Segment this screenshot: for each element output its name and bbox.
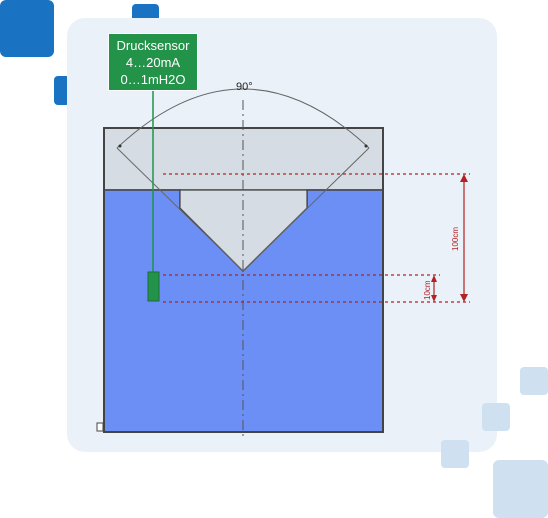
sensor-label-line1: Drucksensor [116,38,190,53]
deco-square-light-1 [520,367,548,395]
dim-arrow-small-head-bottom [431,295,437,302]
dim-arrow-small-head-top [431,275,437,282]
deco-square-left-mid [54,76,70,105]
deco-square-light-2 [482,403,510,431]
dim-arrow-large-head-top [460,174,468,182]
dim-arrow-large-head-bottom [460,294,468,302]
sensor-label: Drucksensor 4…20mA 0…1mH2O [108,33,198,91]
angle-mark-left [118,144,122,148]
angle-leg-right [242,147,370,272]
drain-square [96,422,104,432]
angle-mark-right [364,144,368,148]
dimension-label-large: 100cm [451,226,460,251]
deco-square-large [0,0,54,57]
dimension-label-small: 10cm [423,280,432,300]
deco-square-light-4 [493,460,548,518]
sensor-body [147,271,160,302]
angle-leg-left [116,147,244,272]
angle-label: 90° [236,81,253,93]
sensor-label-line3: 0…1mH2O [120,72,186,87]
deco-square-light-3 [441,440,469,468]
angle-arc [116,88,370,149]
sensor-label-line2: 4…20mA [125,55,181,70]
